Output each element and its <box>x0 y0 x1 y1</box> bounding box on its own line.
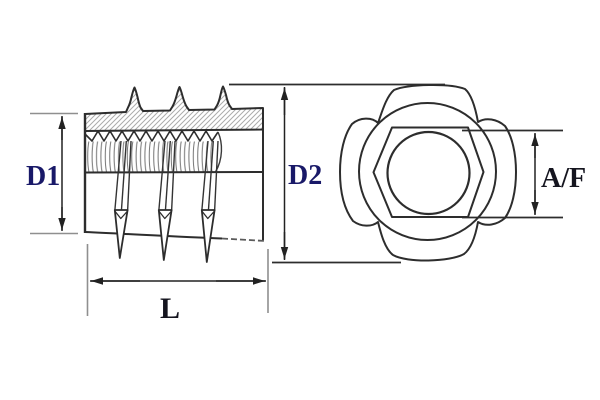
length-extension-lines <box>86 244 269 316</box>
body-diameter-circle <box>358 102 497 241</box>
d2-label: D2 <box>288 160 322 191</box>
slotted-body-outline <box>339 83 517 262</box>
d1-extension-lines <box>30 112 78 235</box>
dimension-af: A/F <box>462 129 586 219</box>
d2-extension-lines <box>229 83 445 264</box>
dimension-length: L <box>86 244 269 325</box>
af-extension-lines <box>462 129 563 219</box>
af-label: A/F <box>541 163 586 194</box>
cutting-barbs <box>113 209 216 263</box>
thread-crest-zigzag <box>84 130 219 142</box>
end-view <box>339 83 517 262</box>
d1-label: D1 <box>26 161 60 192</box>
section-hatch-band <box>84 85 264 132</box>
body-bottom-edge-dashed <box>221 237 267 242</box>
length-label: L <box>160 292 180 325</box>
thread-bore-circle <box>386 130 471 216</box>
hex-socket <box>372 126 485 218</box>
thread-flank-lines <box>86 141 215 172</box>
body-bottom-edge <box>84 231 223 240</box>
dimension-d1: D1 <box>26 112 78 235</box>
side-view <box>83 85 267 263</box>
dimension-d2: D2 <box>229 83 445 264</box>
barb-edges <box>114 140 219 217</box>
